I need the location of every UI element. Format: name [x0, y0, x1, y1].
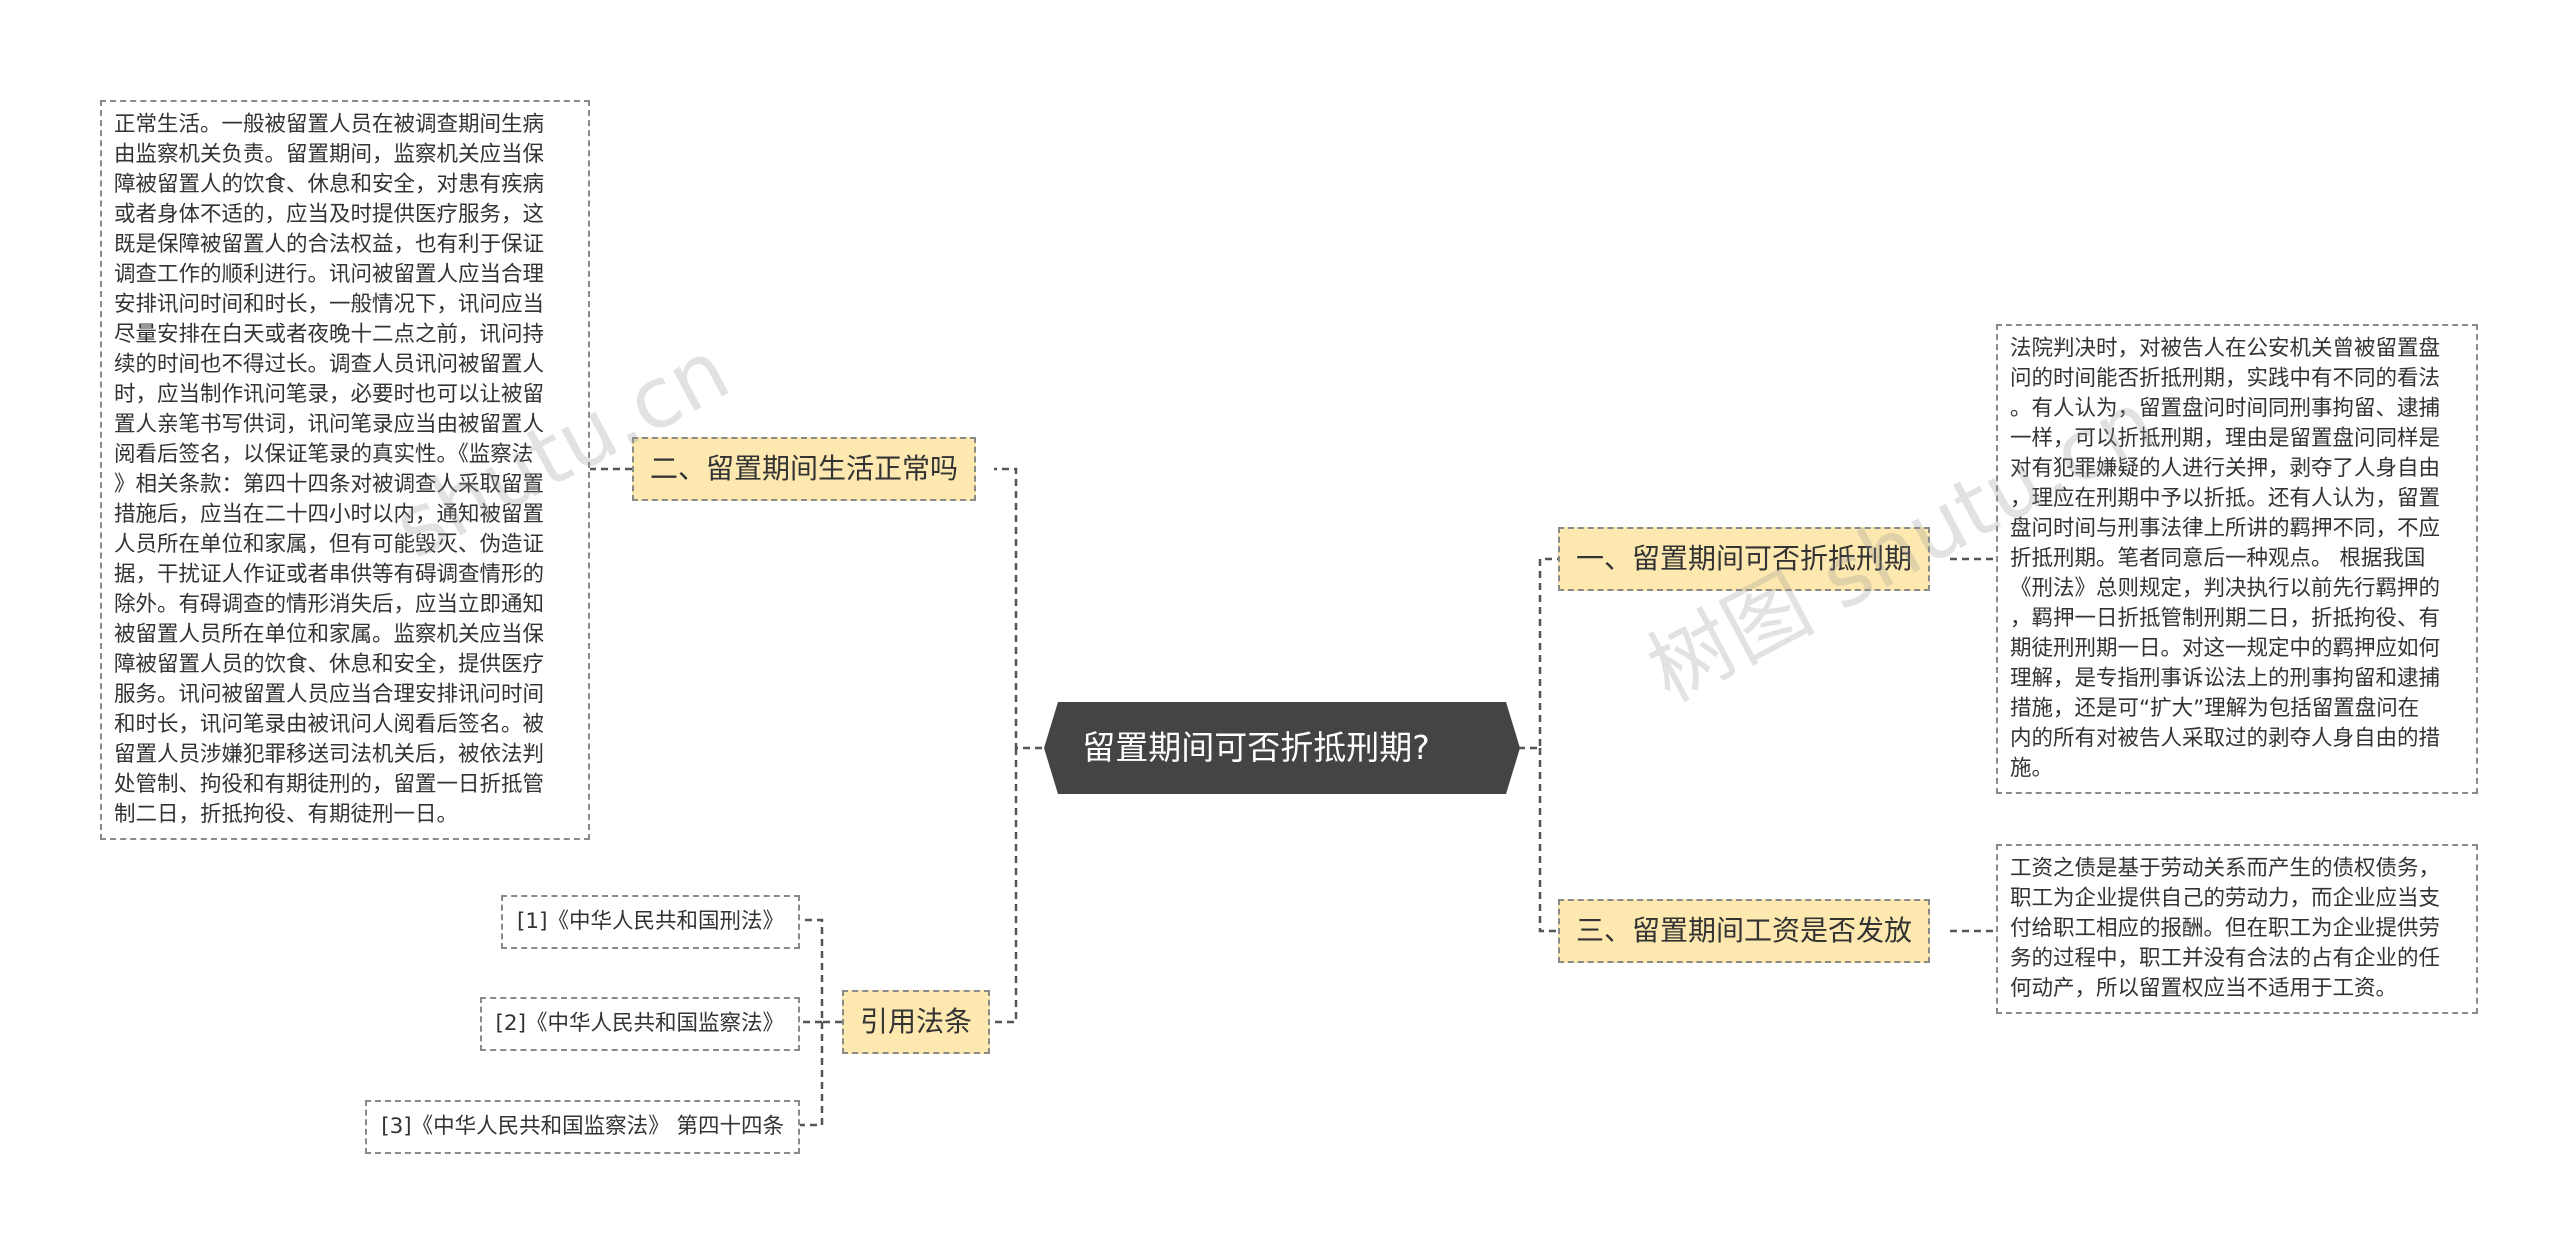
link-root-b2: [994, 467, 1042, 750]
link-root-b1: [1518, 557, 1558, 750]
branch-node-b2[interactable]: 二、留置期间生活正常吗: [632, 437, 977, 501]
leaf-b1-text: 法院判决时，对被告人在公安机关曾被留置盘 问的时间能否折抵刑期，实践中有不同的看…: [1996, 324, 2478, 794]
root-node-label[interactable]: 留置期间可否折抵刑期?: [1082, 728, 1430, 767]
branch-node-b4[interactable]: 引用法条: [842, 990, 991, 1054]
root-node-shape: [1044, 702, 1520, 794]
leaf-b3-text: 工资之债是基于劳动关系而产生的债权债务， 职工为企业提供自己的劳动力，而企业应当…: [1996, 844, 2478, 1014]
link-root-b3: [1538, 748, 1558, 933]
branch-node-b3[interactable]: 三、留置期间工资是否发放: [1558, 899, 1931, 963]
ref-item-3[interactable]: [3]《中华人民共和国监察法》 第四十四条: [365, 1100, 800, 1154]
ref-item-2[interactable]: [2]《中华人民共和国监察法》: [479, 997, 800, 1051]
leaf-b2-text: 正常生活。一般被留置人员在被调查期间生病 由监察机关负责。留置期间，监察机关应当…: [100, 100, 590, 840]
ref-item-1[interactable]: [1]《中华人民共和国刑法》: [501, 895, 800, 949]
link-b4-refs: [800, 918, 842, 1127]
link-root-b4: [994, 748, 1018, 1024]
branch-node-b1[interactable]: 一、留置期间可否折抵刑期: [1558, 527, 1931, 591]
